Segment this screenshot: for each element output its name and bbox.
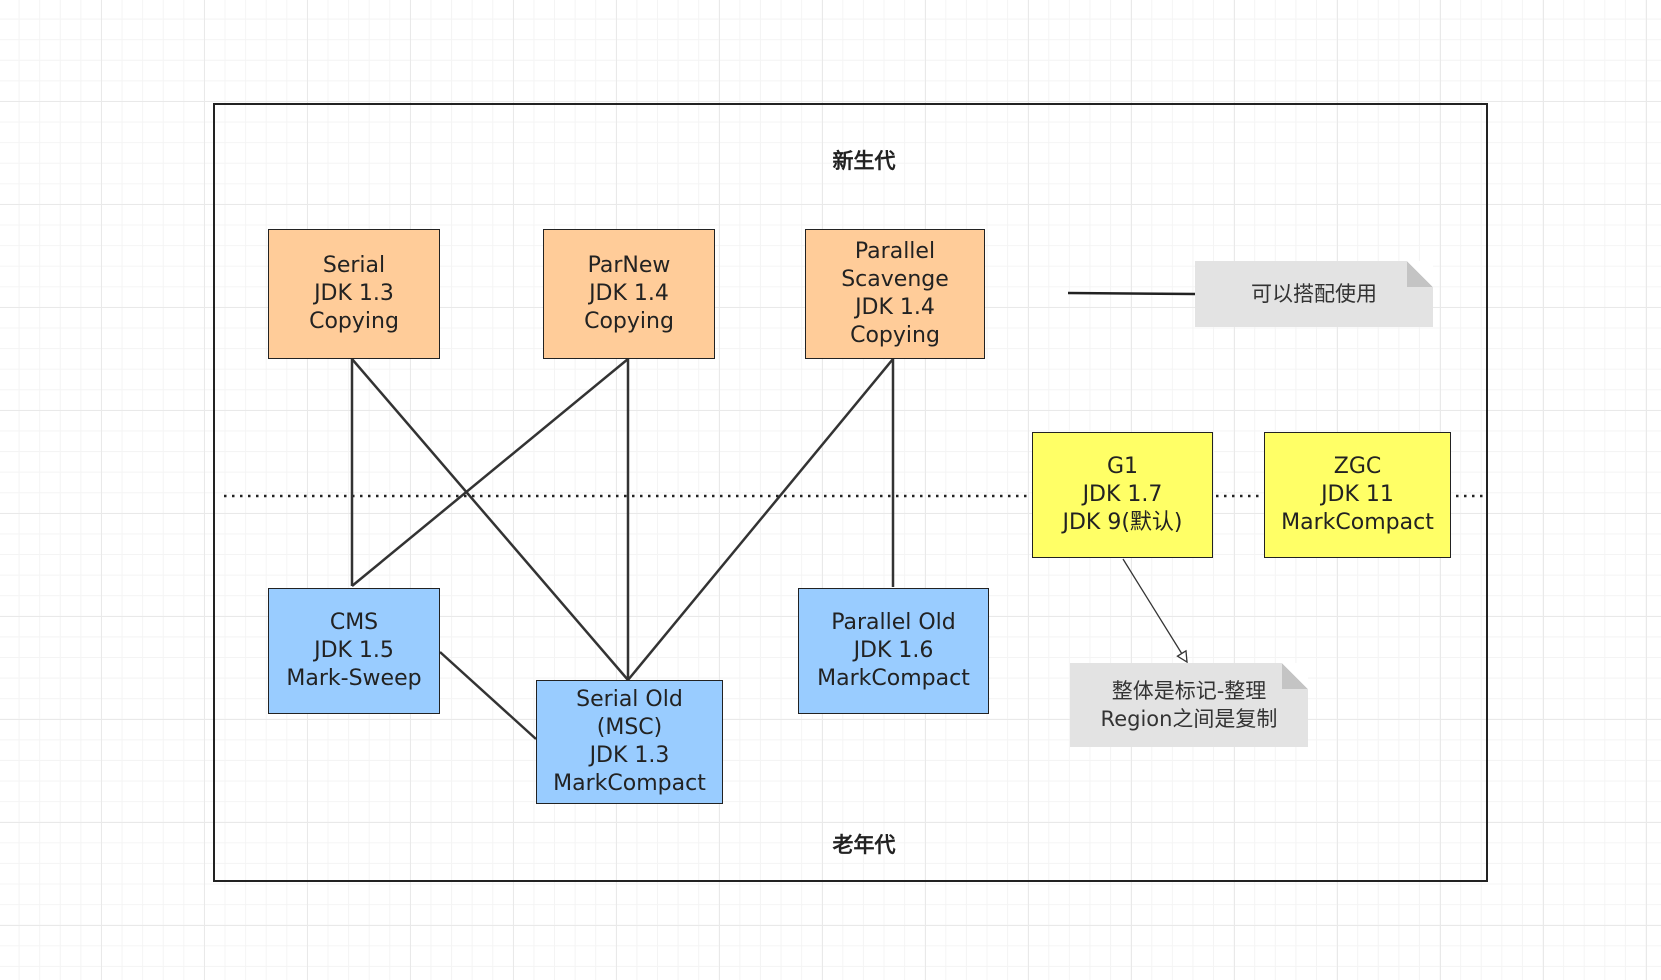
serial-collector-label: Serial JDK 1.3 Copying [309,253,399,334]
link-ps-serialold [627,358,894,681]
legend-note-text: 可以搭配使用 [1251,282,1377,306]
link-cms-serialold [439,651,537,740]
legend-line [1067,291,1196,296]
parallel-scavenge-collector-box: Parallel Scavenge JDK 1.4 Copying [805,229,985,359]
parallel-old-collector-box: Parallel Old JDK 1.6 MarkCompact [798,588,989,714]
note-fold-corner [1407,261,1433,287]
parallel-old-collector-label: Parallel Old JDK 1.6 MarkCompact [817,610,970,691]
parallel-scavenge-collector-label: Parallel Scavenge JDK 1.4 Copying [841,239,949,348]
young-generation-title: 新生代 [832,149,896,173]
link-parnew-cms [351,358,629,587]
g1-collector-box: G1 JDK 1.7 JDK 9(默认) [1032,432,1213,558]
g1-note-text: 整体是标记-整理 Region之间是复制 [1100,679,1278,731]
g1-collector-label: G1 JDK 1.7 JDK 9(默认) [1062,454,1183,535]
g1-note: 整体是标记-整理 Region之间是复制 [1070,663,1308,747]
note-fold-corner [1282,663,1308,689]
g1-note-arrow [1122,558,1187,662]
cms-collector-label: CMS JDK 1.5 Mark-Sweep [286,610,422,691]
parnew-collector-box: ParNew JDK 1.4 Copying [543,229,715,359]
legend-note: 可以搭配使用 [1195,261,1433,327]
diagram-frame [213,103,1488,882]
cms-collector-box: CMS JDK 1.5 Mark-Sweep [268,588,440,714]
serial-collector-box: Serial JDK 1.3 Copying [268,229,440,359]
serial-old-collector-label: Serial Old (MSC) JDK 1.3 MarkCompact [553,687,706,796]
link-serial-serialold [351,358,629,681]
parnew-collector-label: ParNew JDK 1.4 Copying [584,253,674,334]
old-generation-title: 老年代 [832,833,896,857]
serial-old-collector-box: Serial Old (MSC) JDK 1.3 MarkCompact [536,680,723,804]
zgc-collector-box: ZGC JDK 11 MarkCompact [1264,432,1451,558]
zgc-collector-label: ZGC JDK 11 MarkCompact [1281,454,1434,535]
